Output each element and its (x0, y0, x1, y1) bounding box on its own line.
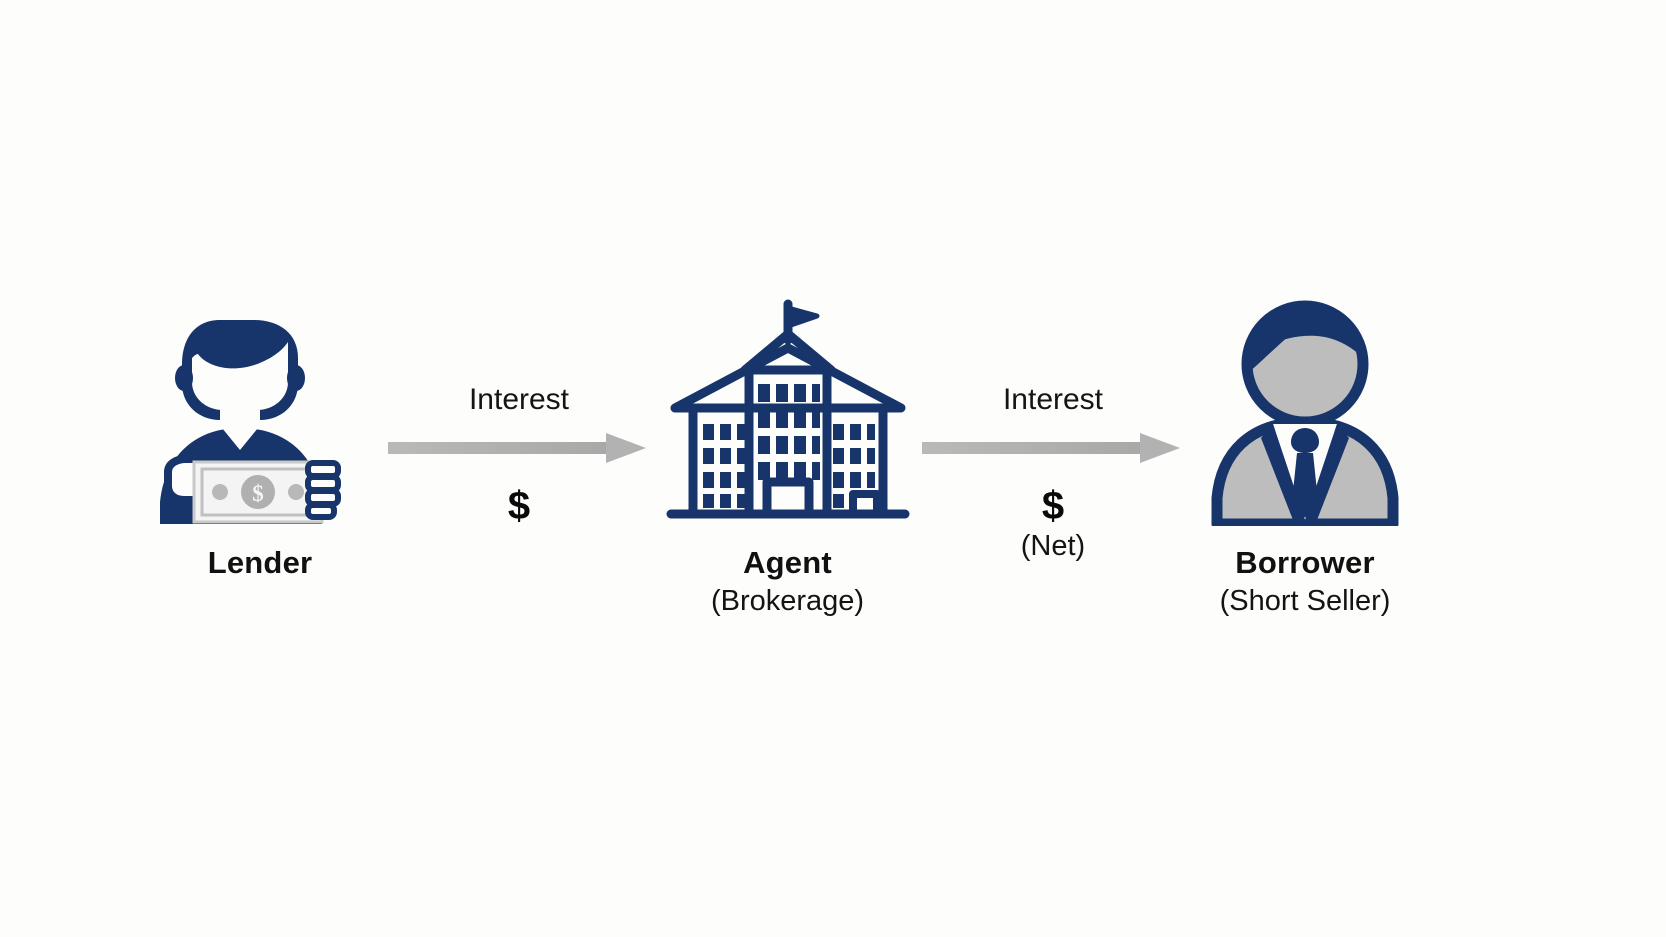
flow-label: Interest (468, 383, 570, 416)
svg-text:$: $ (252, 481, 264, 506)
businessperson-suit-icon (1205, 296, 1405, 531)
right-arrow-icon (922, 431, 1184, 470)
person-holding-banknote-icon: $ (150, 296, 370, 531)
flow-label: Interest (1002, 383, 1104, 416)
flow-lender-to-agent: Interest $ (388, 385, 650, 532)
node-label: Borrower (1235, 545, 1375, 580)
institution-building-icon (657, 296, 919, 531)
flow-amount: $ (507, 484, 531, 528)
node-sublabel: (Brokerage) (710, 585, 865, 617)
node-borrower: Borrower (Short Seller) (1180, 296, 1430, 618)
node-sublabel: (Short Seller) (1219, 585, 1391, 617)
node-label: Agent (743, 545, 832, 580)
flow-amount: $ (1041, 484, 1065, 528)
right-arrow-icon (388, 431, 650, 470)
flow-agent-to-borrower: Interest $ (Net) (922, 385, 1184, 561)
node-agent: Agent (Brokerage) (655, 296, 920, 618)
flow-note: (Net) (1020, 530, 1086, 562)
node-lender: $ Lender (140, 296, 380, 585)
node-label: Lender (207, 545, 313, 580)
